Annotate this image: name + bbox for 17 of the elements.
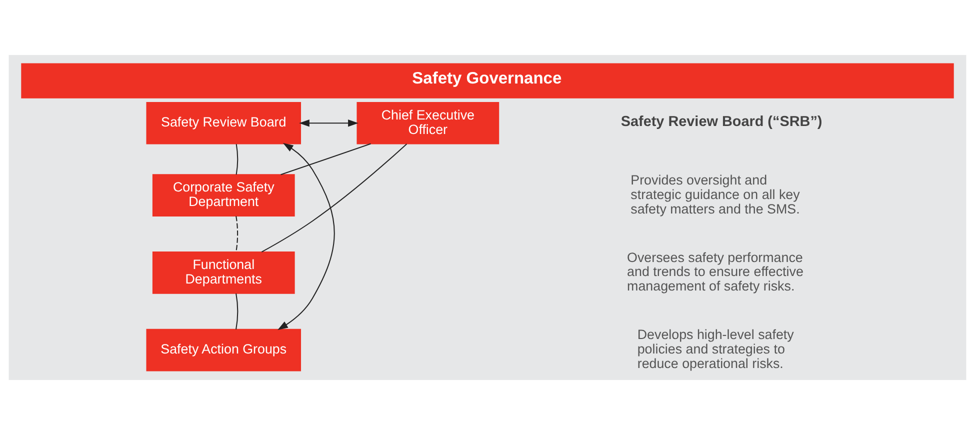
arrow bbox=[278, 142, 335, 330]
label: Provides oversight and strategic guidance on all key safety matters and the SMS. bbox=[630, 172, 800, 216]
connector bbox=[236, 216, 238, 252]
label: Oversees safety performance and trends to ensure effective management of safety risks. bbox=[627, 250, 804, 294]
node-box: Functional Departments bbox=[152, 252, 295, 294]
connector bbox=[261, 144, 408, 252]
connector bbox=[280, 143, 371, 176]
node-box: Corporate Safety Department bbox=[152, 174, 295, 216]
connector bbox=[236, 293, 238, 330]
label: Develops high-level safety policies and strategies to reduce operational risks. bbox=[637, 327, 794, 372]
node-box: Safety Review Board bbox=[146, 102, 301, 144]
diagram-title: Safety Governance bbox=[412, 70, 562, 88]
arrow bbox=[299, 119, 358, 127]
node-box: Safety Action Groups bbox=[146, 328, 301, 372]
label: Safety Review Board (“SRB”) bbox=[620, 114, 822, 130]
connector bbox=[236, 144, 238, 175]
node-box: Chief Executive Officer bbox=[356, 102, 500, 144]
